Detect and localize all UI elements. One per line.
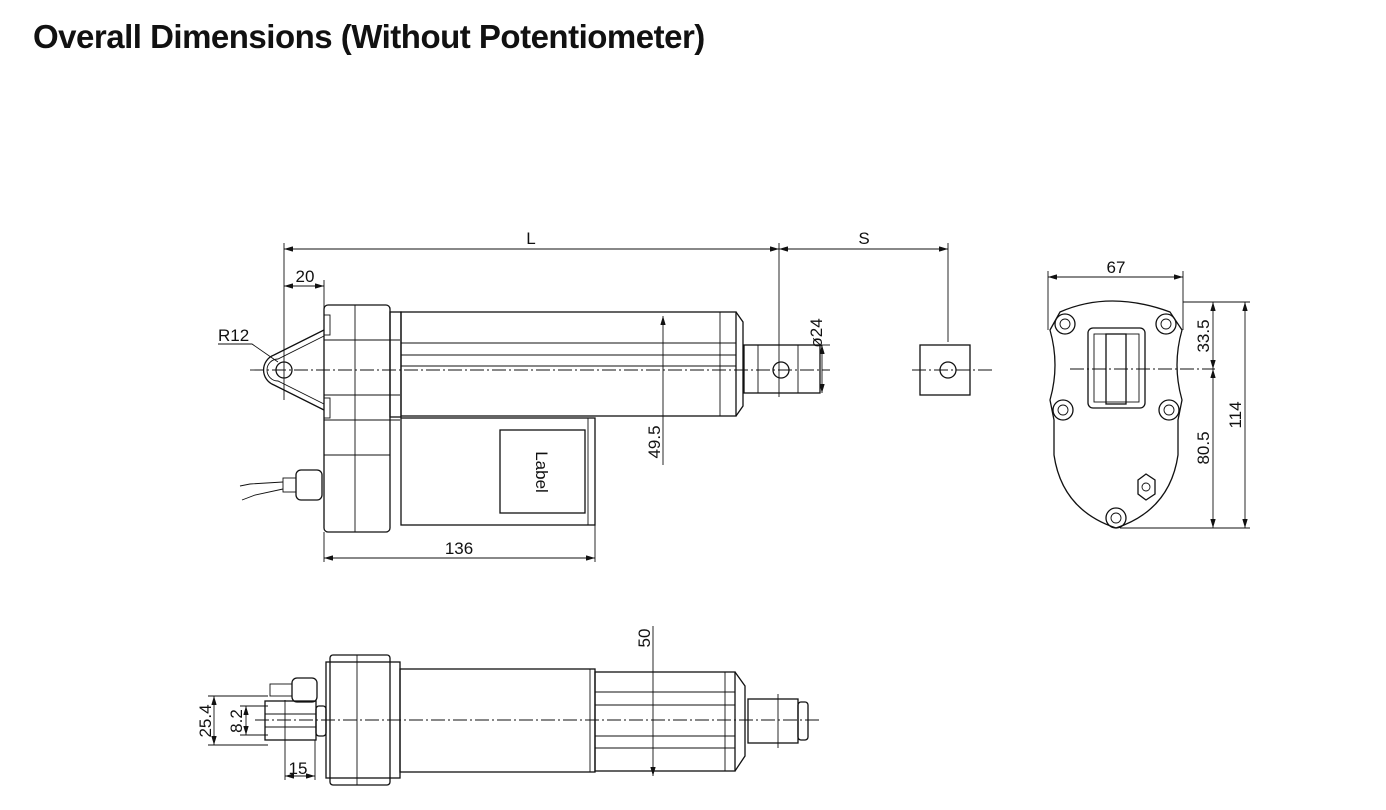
extended-rod-eye [912, 344, 995, 396]
axis-to-motor-dimension: 49.5 [645, 425, 664, 458]
stroke-dimension: S [858, 229, 869, 248]
clevis-radius-dimension: R12 [218, 326, 249, 345]
connector-pitch-dimension: 8.2 [227, 709, 246, 733]
outer-tube [400, 311, 744, 417]
length-dimension: L [526, 229, 535, 248]
top-view: 50 25.4 8.2 15 [196, 626, 820, 786]
label-plate-text: Label [532, 451, 551, 493]
gearbox-head [323, 304, 402, 533]
motor-length-dimension: 136 [445, 539, 473, 558]
lower-height-dimension: 80.5 [1194, 431, 1213, 464]
total-height-dimension: 114 [1226, 401, 1245, 428]
clevis-offset-dimension: 20 [296, 267, 315, 286]
rod-diameter-dimension: ø24 [807, 318, 826, 347]
end-view: 67 33.5 80.5 114 [1047, 258, 1250, 529]
connector-length-dimension: 15 [289, 759, 308, 778]
motor-housing: Label [400, 417, 596, 526]
label-plate [499, 429, 586, 514]
rear-clevis [262, 329, 325, 411]
page-title: Overall Dimensions (Without Potentiomete… [33, 18, 705, 55]
connector-span-dimension: 25.4 [196, 704, 215, 737]
tube-diameter-dimension: 50 [635, 629, 654, 648]
rod-end [743, 344, 821, 394]
side-view: L S 20 R12 [218, 229, 995, 562]
cable-gland [239, 469, 323, 501]
end-width-dimension: 67 [1107, 258, 1126, 277]
upper-height-dimension: 33.5 [1194, 319, 1213, 352]
